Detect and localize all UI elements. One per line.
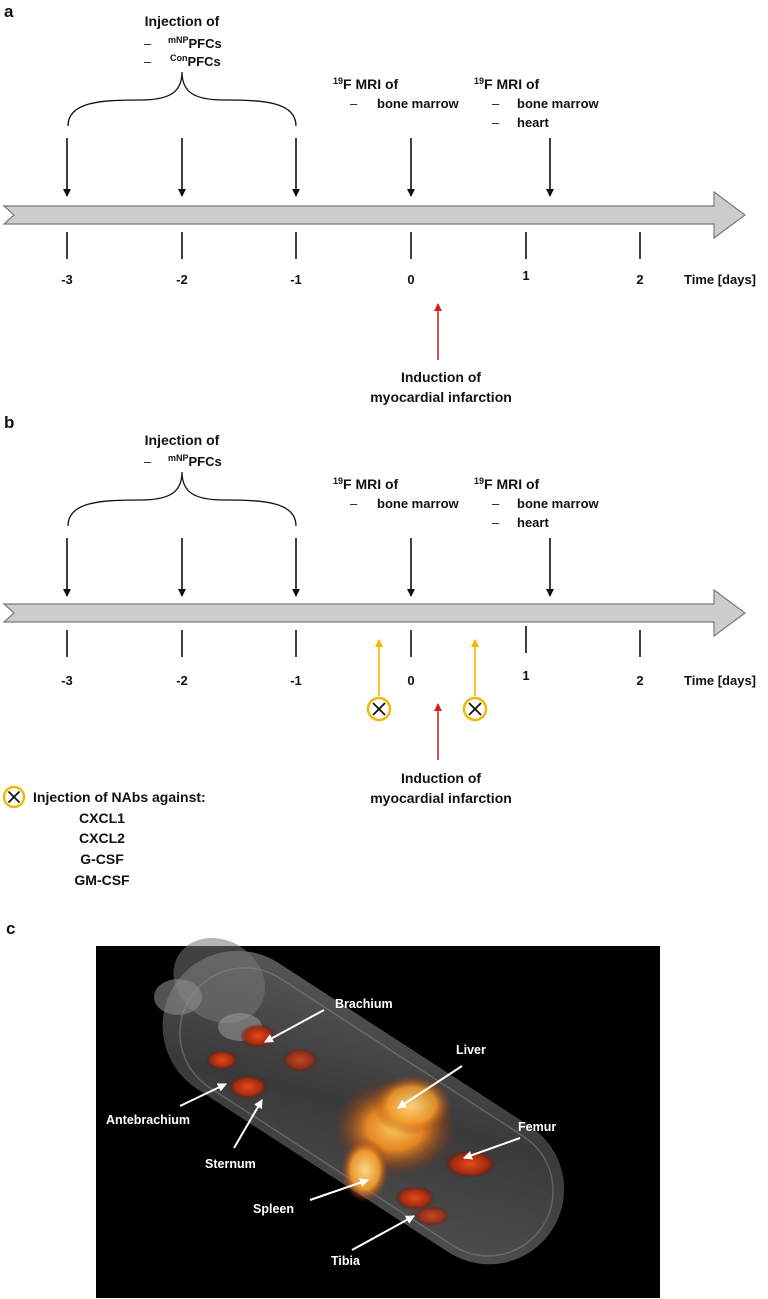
panel-b-mri1-item: bone marrow [377,496,460,511]
label-arrow [179,1083,227,1107]
panel-a-mri1-title: 19F MRI of [333,76,399,92]
nab-injection-icon [366,696,392,722]
dash: – [350,496,358,511]
tick-label: -1 [290,673,302,688]
panel-b: b Injection of – mNPPFCs 19F MRI of – bo… [2,413,756,888]
label-brachium: Brachium [335,997,393,1011]
dash: – [492,515,500,530]
panel-a-mri2-item-2: heart [517,115,549,130]
dash: – [144,454,152,469]
panel-a-mi-line1: Induction of [401,369,481,385]
label-tibia: Tibia [331,1254,361,1268]
panel-a-mri1-item: bone marrow [377,96,460,111]
panel-c: c [6,919,660,1298]
dash: – [492,96,500,111]
tick-label: 1 [522,668,529,683]
tick-label: 2 [636,272,643,287]
label-femur: Femur [518,1120,556,1134]
panel-a: a Injection of – mNPPFCs – ConPFCs 19F M… [2,2,756,405]
panel-b-injection-title: Injection of [145,432,220,448]
label-arrow [351,1215,415,1251]
label-arrow [463,1137,521,1160]
superscript: 19 [474,476,484,486]
mri-title-text: F MRI of [484,76,540,92]
dash: – [492,115,500,130]
dash: – [144,36,152,51]
tick-label: -3 [61,272,73,287]
label-arrow [264,1009,325,1043]
tick-label: -2 [176,272,188,287]
superscript: 19 [474,76,484,86]
item-text: PFCs [188,54,221,69]
superscript: Con [170,53,188,63]
item-text: PFCs [189,454,222,469]
mri-title-text: F MRI of [484,476,540,492]
nab-legend-item: CXCL1 [79,810,125,826]
panel-a-mri2-item-1: bone marrow [517,96,600,111]
tick-label: 1 [522,268,529,283]
nab-injection-icon [462,696,488,722]
injection-brace [67,71,297,127]
tick-label: 0 [407,673,414,688]
time-axis-label: Time [days] [684,272,756,287]
tick-label: 2 [636,673,643,688]
panel-b-mi-line1: Induction of [401,770,481,786]
panel-a-mri2-title: 19F MRI of [474,76,540,92]
timeline-arrow [2,588,747,638]
superscript: mNP [168,453,189,463]
panel-b-mri2-item-2: heart [517,515,549,530]
panel-a-letter: a [4,2,14,21]
injection-brace [67,471,297,527]
panel-b-mri1-title: 19F MRI of [333,476,399,492]
dash: – [492,496,500,511]
timeline-arrow [2,190,747,240]
label-liver: Liver [456,1043,486,1057]
label-sternum: Sternum [205,1157,256,1171]
superscript: 19 [333,476,343,486]
item-text: PFCs [189,36,222,51]
panel-b-mri2-title: 19F MRI of [474,476,540,492]
nab-legend-item: CXCL2 [79,830,125,846]
tick-label: -2 [176,673,188,688]
label-arrow [309,1178,369,1201]
panel-b-mi-line2: myocardial infarction [370,790,512,806]
panel-a-injection-item-1: mNPPFCs [168,35,222,51]
nab-legend-icon [2,785,26,809]
time-axis-label: Time [days] [684,673,756,688]
panel-a-injection-item-2: ConPFCs [170,53,221,69]
nab-legend-title: Injection of NAbs against: [33,789,206,805]
tick-label: -3 [61,673,73,688]
tick-label: -1 [290,272,302,287]
superscript: 19 [333,76,343,86]
dash: – [350,96,358,111]
mri-title-text: F MRI of [343,476,399,492]
tick-label: 0 [407,272,414,287]
label-antebrachium: Antebrachium [106,1113,190,1127]
panel-b-letter: b [4,413,14,432]
superscript: mNP [168,35,189,45]
label-spleen: Spleen [253,1202,294,1216]
dash: – [144,54,152,69]
nab-legend-item: G-CSF [80,851,124,867]
panel-a-injection-title: Injection of [145,13,220,29]
panel-a-mi-line2: myocardial infarction [370,389,512,405]
label-arrow [233,1099,263,1149]
panel-b-injection-item-1: mNPPFCs [168,453,222,469]
panel-b-mri2-item-1: bone marrow [517,496,600,511]
panel-c-letter: c [6,919,15,938]
mouse-body-render [154,938,565,1265]
label-arrow [397,1065,463,1109]
nab-legend-item: GM-CSF [74,872,130,888]
mri-title-text: F MRI of [343,76,399,92]
